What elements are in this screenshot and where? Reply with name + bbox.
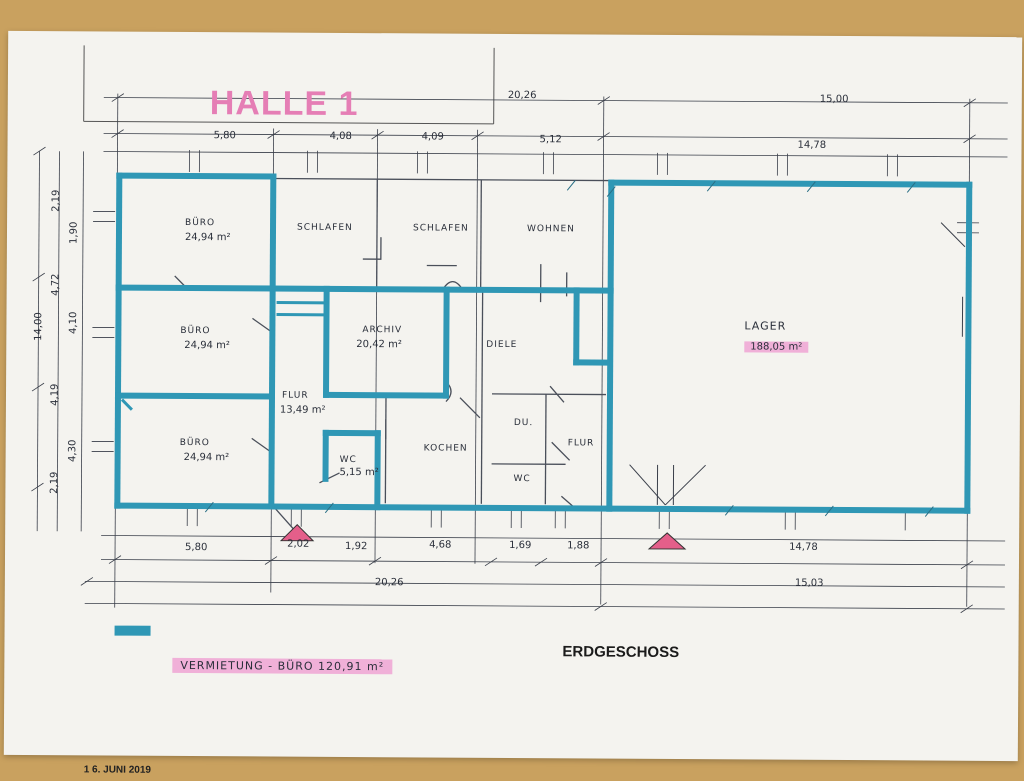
date-stamp: 1 6. JUNI 2019	[84, 764, 151, 775]
room-buero-3-area: 24,94 m²	[184, 452, 230, 463]
dim-left-430: 4,30	[67, 440, 78, 462]
dim-left-190: 1,90	[69, 222, 80, 244]
dim-bottom-192: 1,92	[345, 541, 367, 552]
dim-bottom-right-total: 15,03	[795, 578, 824, 589]
legend-wall-swatch	[115, 626, 151, 636]
dim-bottom-188: 1,88	[567, 540, 589, 551]
room-flur-area: 13,49 m²	[280, 405, 326, 416]
room-wohnen-name: WOHNEN	[527, 224, 575, 234]
room-wc-name: WC	[340, 455, 357, 465]
dim-bottom-169: 1,69	[509, 540, 531, 551]
legend-label: VERMIETUNG - BÜRO 120,91 m²	[172, 658, 392, 674]
room-buero-3-name: BÜRO	[180, 438, 210, 448]
room-diele-name: DIELE	[486, 340, 517, 350]
entrance-marker	[649, 533, 685, 549]
sheet-title: HALLE 1	[210, 84, 359, 124]
dim-left-total: 14,00	[33, 312, 44, 341]
room-archiv-name: ARCHIV	[362, 325, 402, 335]
floor-title: ERDGESCHOSS	[562, 643, 679, 661]
dim-top-408: 4,08	[330, 131, 352, 142]
dim-left-472: 4,72	[50, 274, 61, 296]
dim-bottom-total: 20,26	[375, 577, 404, 588]
lager-door-swing	[629, 221, 965, 507]
room-flur2-name: FLUR	[568, 438, 595, 448]
dim-top-total: 20,26	[508, 90, 537, 101]
dim-top-409: 4,09	[422, 131, 444, 142]
dim-left-419: 4,19	[50, 384, 61, 406]
dim-left-410: 4,10	[68, 312, 79, 334]
dim-bottom-right-inner: 14,78	[789, 542, 818, 553]
room-archiv-area: 20,42 m²	[356, 339, 402, 350]
dim-bottom-468: 4,68	[429, 539, 451, 550]
dim-top-580: 5,80	[214, 130, 236, 141]
room-wc2-name: WC	[513, 474, 530, 484]
room-flur-name: FLUR	[282, 391, 309, 401]
room-dusche-name: DU.	[514, 418, 533, 428]
dim-left-219-top: 2,19	[51, 190, 62, 212]
dim-left-219-bottom: 2,19	[49, 472, 60, 494]
room-schlafen-2-name: SCHLAFEN	[413, 223, 469, 233]
dimension-lines	[31, 93, 1008, 613]
room-buero-2-name: BÜRO	[180, 326, 210, 336]
dim-top-512: 5,12	[540, 134, 562, 145]
floor-plan-drawing	[4, 31, 1022, 761]
room-schlafen-1-name: SCHLAFEN	[297, 223, 353, 233]
dim-top-right-inner: 14,78	[798, 140, 827, 151]
paper-sheet: HALLE 1 ERDGESCHOSS 1 6. JUNI 2019 VERMI…	[4, 31, 1022, 761]
dim-bottom-202: 2,02	[287, 539, 309, 550]
room-lager-area: 188,05 m²	[744, 341, 808, 352]
room-buero-1-name: BÜRO	[185, 218, 215, 228]
room-buero-2-area: 24,94 m²	[184, 340, 230, 351]
room-wc-area: 5,15 m²	[339, 467, 378, 478]
room-kochen-name: KOCHEN	[424, 443, 468, 453]
dim-bottom-580: 5,80	[185, 542, 207, 553]
room-buero-1-area: 24,94 m²	[185, 232, 231, 243]
dim-top-right-total: 15,00	[820, 94, 849, 105]
room-lager-name: LAGER	[744, 319, 786, 332]
